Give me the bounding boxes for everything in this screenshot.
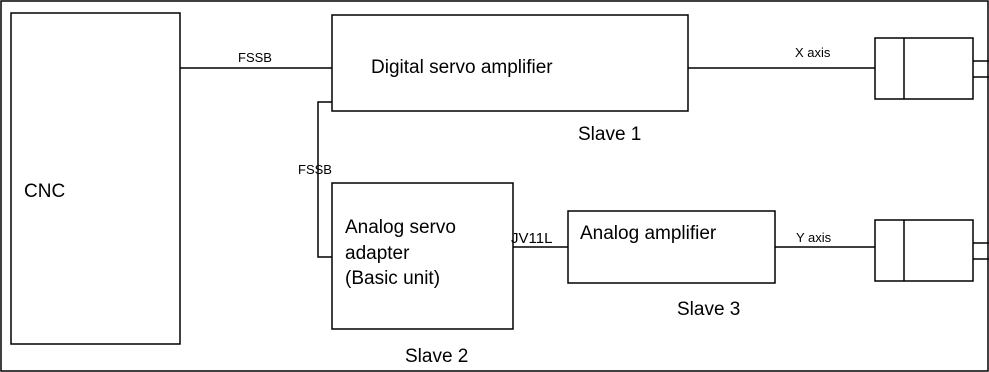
fssb-vertical-label: FSSB	[298, 162, 332, 177]
slave2-label: Slave 2	[405, 346, 468, 367]
analog-servo-adapter-line1: Analog servo	[345, 217, 456, 238]
fssb-top-label: FSSB	[238, 50, 272, 65]
cnc-label: CNC	[24, 181, 65, 202]
y-axis-label: Y axis	[796, 230, 832, 245]
analog-amplifier-box	[567, 210, 776, 284]
analog-servo-adapter-box	[331, 182, 514, 330]
x-axis-motor	[874, 37, 974, 100]
x-axis-label: X axis	[795, 45, 831, 60]
digital-servo-amplifier-label: Digital servo amplifier	[371, 57, 553, 78]
analog-servo-adapter-line2: adapter	[345, 243, 410, 264]
slave1-label: Slave 1	[578, 124, 641, 145]
y-axis-motor	[874, 219, 974, 282]
analog-servo-adapter-line3: (Basic unit)	[345, 268, 440, 289]
cnc-box	[10, 12, 181, 345]
slave3-label: Slave 3	[677, 299, 740, 320]
digital-servo-amplifier-box	[331, 14, 689, 112]
fssb-link-vertical	[317, 101, 332, 258]
jv11l-label: JV11L	[511, 230, 552, 247]
analog-amplifier-label: Analog amplifier	[580, 223, 717, 244]
